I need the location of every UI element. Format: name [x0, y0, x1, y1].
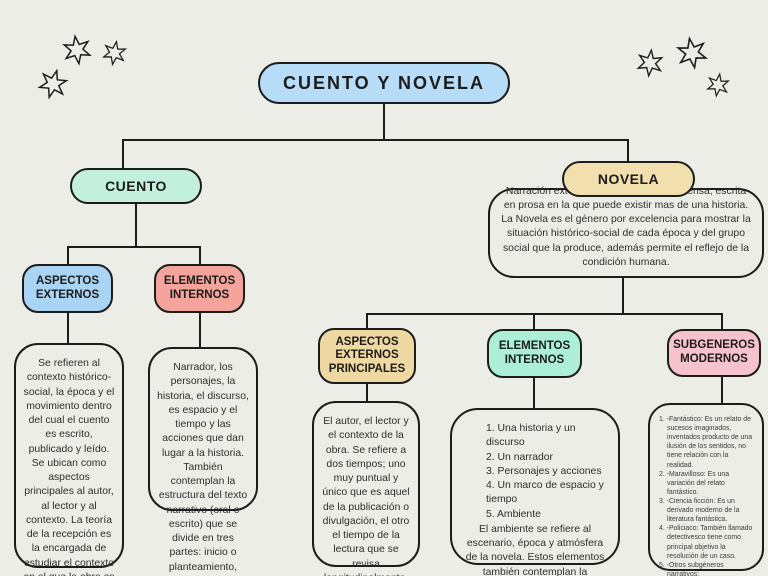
novela-description-box: Narración extensa o medianamente extensa…: [488, 185, 764, 278]
aspectos-externos-principales-text: El autor, el lector y el contexto de la …: [322, 416, 410, 576]
elementos-internos-novela-list: 1. Una historia y un discurso 2. Un narr…: [486, 423, 604, 520]
connector-line: [122, 139, 629, 141]
cuento-label: CUENTO: [105, 178, 167, 194]
subgeneros-modernos-label: SUBGENEROS MODERNOS: [673, 339, 755, 365]
connector-line: [366, 313, 723, 315]
aspectos-externos-principales-textbox: El autor, el lector y el contexto de la …: [312, 401, 420, 576]
subgeneros-modernos-list: 1. -Fantástico: Es un relato de sucesos …: [659, 416, 753, 576]
elementos-internos-novela-label: ELEMENTOS INTERNOS: [498, 339, 571, 366]
connector-line: [67, 312, 69, 344]
aspectos-externos-textbox: Se refieren al contexto histórico-social…: [14, 343, 124, 576]
root-title: CUENTO Y NOVELA: [282, 72, 486, 93]
elementos-internos-novela-paragraph: El ambiente se refiere al escenario, épo…: [465, 523, 605, 576]
connector-line: [67, 246, 201, 248]
star-icon: [100, 38, 129, 68]
header-subgeneros-modernos: SUBGENEROS MODERNOS: [667, 329, 761, 377]
branch-node-cuento: CUENTO: [70, 168, 202, 204]
connector-line: [533, 378, 535, 409]
elementos-internos-cuento-textbox: Narrador, los personajes, la historia, e…: [148, 347, 258, 576]
branch-node-novela: NOVELA: [562, 161, 695, 197]
header-aspectos-externos-principales: ASPECTOS EXTERNOS PRINCIPALES: [318, 328, 416, 384]
connector-line: [721, 377, 723, 404]
star-icon: [60, 32, 94, 68]
aspectos-externos-label: ASPECTOS EXTERNOS: [35, 274, 100, 301]
aspectos-externos-principales-label: ASPECTOS EXTERNOS PRINCIPALES: [328, 335, 406, 375]
connector-line: [533, 313, 535, 330]
connector-line: [721, 313, 723, 330]
connector-line: [122, 139, 124, 169]
star-icon: [635, 47, 666, 80]
star-icon: [673, 33, 710, 72]
header-elementos-internos-novela: ELEMENTOS INTERNOS: [487, 329, 582, 378]
connector-line: [627, 139, 629, 164]
connector-line: [383, 104, 385, 141]
connector-line: [199, 312, 201, 348]
elementos-internos-cuento-text: Narrador, los personajes, la historia, e…: [157, 362, 249, 576]
connector-line: [366, 384, 368, 402]
subgeneros-modernos-textbox: 1. -Fantástico: Es un relato de sucesos …: [648, 403, 764, 576]
star-icon: [34, 64, 72, 103]
connector-line: [199, 246, 201, 265]
root-node-cuento-y-novela: CUENTO Y NOVELA: [258, 62, 510, 104]
connector-line: [67, 246, 69, 265]
header-aspectos-externos: ASPECTOS EXTERNOS: [22, 264, 113, 313]
connector-line: [366, 313, 368, 329]
connector-line: [622, 278, 624, 315]
novela-label: NOVELA: [597, 171, 660, 187]
connector-line: [135, 204, 137, 248]
star-icon: [704, 70, 732, 99]
header-elementos-internos-cuento: ELEMENTOS INTERNOS: [154, 264, 245, 313]
novela-description: Narración extensa o medianamente extensa…: [501, 185, 751, 268]
elementos-internos-cuento-label: ELEMENTOS INTERNOS: [163, 274, 236, 301]
aspectos-externos-text: Se refieren al contexto histórico-social…: [23, 358, 115, 576]
elementos-internos-novela-textbox: 1. Una historia y un discurso 2. Un narr…: [450, 408, 620, 576]
